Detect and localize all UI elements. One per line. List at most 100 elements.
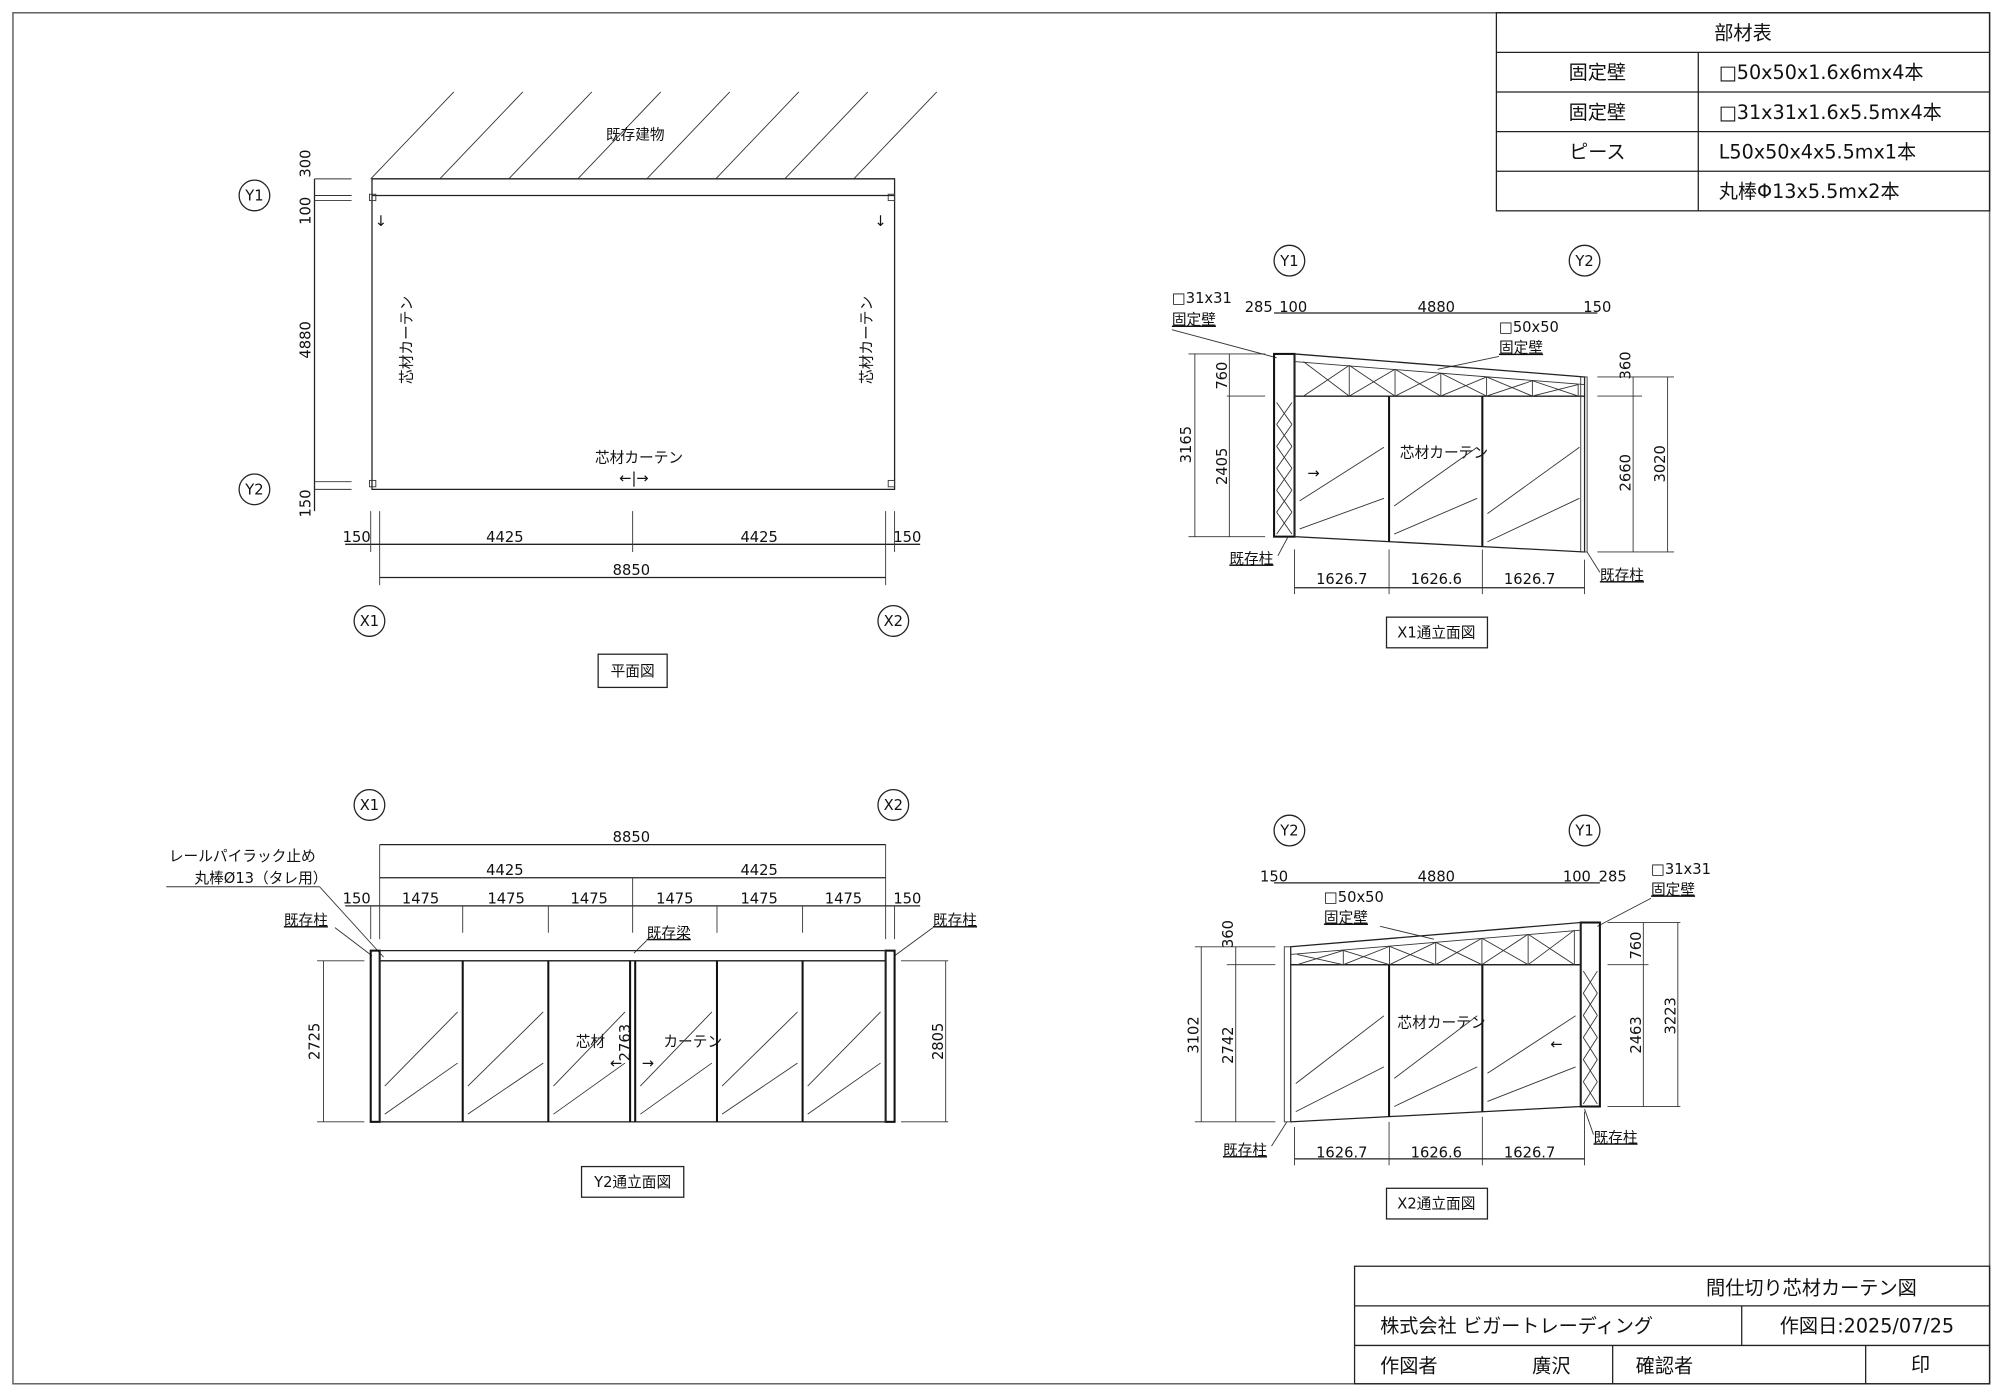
- drawing-line: [553, 1011, 626, 1087]
- dimension: 1475: [402, 890, 439, 907]
- drawing-line: [1487, 497, 1580, 543]
- dimension: 3102: [1186, 1016, 1203, 1053]
- drawing-line: [1295, 1015, 1385, 1084]
- drawing-line: [1276, 489, 1293, 513]
- drawing-line: [1582, 970, 1598, 994]
- dimension: 360: [1618, 351, 1635, 379]
- dimension: 4425: [486, 529, 523, 546]
- dimension: 2805: [930, 1023, 947, 1060]
- drawing-line: [721, 1062, 798, 1115]
- drawing-line: [1296, 954, 1344, 966]
- drawing-line: [1435, 937, 1483, 966]
- dimension: 150: [343, 529, 371, 546]
- curtain-label: 芯材カーテン: [859, 296, 876, 384]
- part-spec: □31x31x1.6x5.5mx4本: [1719, 101, 1942, 124]
- dimension-total: 8850: [613, 829, 650, 846]
- grid-label: Y1: [244, 188, 263, 205]
- drawing-title: 間仕切り芯材カーテン図: [1706, 1276, 1917, 1299]
- arrow-icon: ←: [1550, 1036, 1562, 1053]
- dimension: 4425: [486, 862, 523, 879]
- column-label: 既存柱: [1223, 1142, 1267, 1159]
- x2-elevation: Y2 Y1 150 4880 100 285 □31x31 固定壁 □50x50…: [1186, 814, 1711, 1220]
- dimension: 3020: [1652, 445, 1669, 482]
- drawing-line: [1303, 365, 1350, 397]
- grid-label: X2: [884, 797, 903, 814]
- dimension: 1475: [656, 890, 693, 907]
- column-label: 既存柱: [1229, 550, 1273, 567]
- drawing-line: [1303, 361, 1350, 397]
- drawing-line: [553, 1062, 626, 1115]
- drawing-line: [1299, 446, 1385, 502]
- dimension: 760: [1628, 931, 1645, 959]
- drawing-line: [1295, 1066, 1385, 1113]
- dimension: 285: [1245, 299, 1273, 316]
- member-size: □31x31: [1651, 861, 1711, 878]
- grid-label: Y1: [1574, 823, 1593, 840]
- dimension: 360: [1220, 920, 1237, 948]
- sheet-frame: [12, 12, 1991, 1385]
- dimension: 4880: [298, 321, 315, 358]
- drawing-line: [1440, 372, 1487, 397]
- dimension: 150: [1260, 869, 1288, 886]
- author-label: 作図者: [1380, 1354, 1437, 1377]
- dimension: 1475: [487, 890, 524, 907]
- dimension: 1626.7: [1316, 1145, 1367, 1162]
- dimension: 4425: [740, 529, 777, 546]
- drawing-line: [1393, 1015, 1478, 1079]
- grid-label: Y2: [1574, 253, 1593, 270]
- drawing-line: [1343, 949, 1390, 966]
- rail-note: レールパイラック止め: [169, 848, 316, 865]
- dimension: 4425: [740, 862, 777, 879]
- dimension: 100: [1563, 869, 1591, 886]
- view-caption: X1通立面図: [1397, 625, 1475, 642]
- member-label: 固定壁: [1651, 881, 1695, 898]
- dimension: 3223: [1662, 997, 1679, 1034]
- company-name: 株式会社 ビガートレーディング: [1380, 1315, 1653, 1338]
- dimension-total: 8850: [613, 562, 650, 579]
- arrow-icon: →: [1308, 465, 1320, 482]
- drawing-line: [1582, 992, 1598, 1016]
- curtain-label: 芯材カーテン: [1400, 444, 1488, 461]
- dimension: 1626.6: [1411, 1145, 1462, 1162]
- part-spec: L50x50x4x5.5mx1本: [1719, 140, 1916, 163]
- drawing-line: [1481, 937, 1529, 966]
- dimension: 2763: [617, 1024, 634, 1061]
- drawing-line: [639, 1011, 713, 1087]
- view-caption: 平面図: [611, 663, 655, 680]
- drawing-line: [1389, 945, 1436, 966]
- drawing-line: [715, 91, 800, 180]
- drawing-line: [1487, 446, 1580, 515]
- drawing-line: [1394, 372, 1442, 397]
- drawing-line: [1296, 949, 1344, 966]
- drawing-line: [508, 91, 593, 180]
- column-label: 既存柱: [1594, 1129, 1638, 1146]
- drawing-line: [1343, 945, 1390, 966]
- y2-elevation: X1 X2 8850 4425 4425 150 1475 1475 1475 …: [166, 788, 977, 1198]
- parts-table-title: 部材表: [1714, 22, 1771, 45]
- drawing-line: [1487, 1066, 1576, 1102]
- curtain-arrows: ←|→: [619, 470, 649, 487]
- drawing-line: [1389, 941, 1436, 966]
- title-block: 間仕切り芯材カーテン図 株式会社 ビガートレーディング 作図日:2025/07/…: [1353, 1265, 1991, 1385]
- dimension: 150: [343, 890, 371, 907]
- author-name: 廣沢: [1532, 1354, 1570, 1377]
- drawing-line: [1486, 380, 1533, 397]
- drawing-line: [853, 91, 938, 180]
- grid-label: Y2: [1279, 823, 1298, 840]
- drawing-line: [807, 1011, 881, 1087]
- drawing-line: [1276, 424, 1293, 447]
- dimension: 300: [298, 150, 315, 178]
- member-label: 固定壁: [1499, 340, 1543, 357]
- grid-label: Y2: [244, 481, 263, 498]
- dimension: 1626.7: [1316, 571, 1367, 588]
- drawing-line: [1582, 1037, 1598, 1060]
- parts-table: 部材表 固定壁 □50x50x1.6x6mx4本 固定壁 □31x31x1.6x…: [1495, 12, 1991, 212]
- member-size: □31x31: [1172, 290, 1232, 307]
- drawing-line: [1487, 1015, 1576, 1074]
- dimension: 2660: [1618, 454, 1635, 491]
- drawing-line: [1582, 1015, 1598, 1038]
- curtain-label: カーテン: [663, 1033, 722, 1050]
- grid-label: X1: [360, 797, 379, 814]
- column-label: 既存柱: [933, 912, 977, 929]
- dimension: 3165: [1178, 426, 1195, 463]
